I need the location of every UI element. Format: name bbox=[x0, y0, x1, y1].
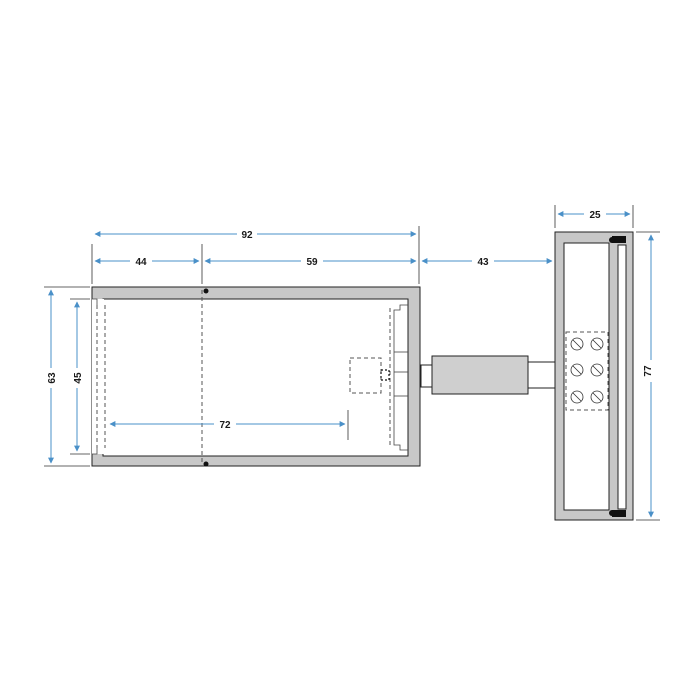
dim-label-panel-width: 25 bbox=[589, 210, 601, 221]
seal-bottom-knob bbox=[609, 510, 615, 516]
screw-block-dashed bbox=[565, 331, 609, 411]
dim-label-right-section: 59 bbox=[306, 257, 318, 268]
dim-label-gap: 43 bbox=[477, 257, 489, 268]
arm-body bbox=[431, 355, 529, 395]
hinge-top bbox=[203, 288, 209, 294]
side-panel bbox=[554, 231, 634, 521]
dim-label-panel-height: 77 bbox=[643, 365, 654, 377]
dim-label-inner-length: 72 bbox=[219, 420, 231, 431]
hinge-bottom bbox=[203, 461, 209, 467]
arm-collar bbox=[420, 364, 434, 388]
extension-lines bbox=[44, 205, 660, 521]
dim-label-left-section: 44 bbox=[135, 257, 147, 268]
dim-label-outer-height: 63 bbox=[47, 372, 58, 384]
panel-seal-top bbox=[612, 236, 626, 243]
right-rail bbox=[393, 304, 408, 451]
seal-top-knob bbox=[609, 237, 615, 243]
connecting-arm bbox=[420, 355, 557, 395]
panel-cavity bbox=[563, 242, 610, 511]
panel-inner-strip bbox=[617, 244, 627, 510]
panel-seal-bottom bbox=[612, 510, 626, 517]
left-lip-top bbox=[92, 299, 104, 454]
enclosure-cavity bbox=[102, 298, 409, 457]
component-connector bbox=[380, 369, 390, 381]
dim-label-overall-width: 92 bbox=[241, 230, 253, 241]
main-enclosure bbox=[91, 286, 421, 467]
dim-label-inner-height: 45 bbox=[73, 372, 84, 384]
left-lip-outline bbox=[92, 298, 98, 455]
internal-component-dashed bbox=[349, 357, 382, 394]
arm-neck bbox=[527, 361, 557, 389]
screw-grid bbox=[570, 337, 604, 404]
